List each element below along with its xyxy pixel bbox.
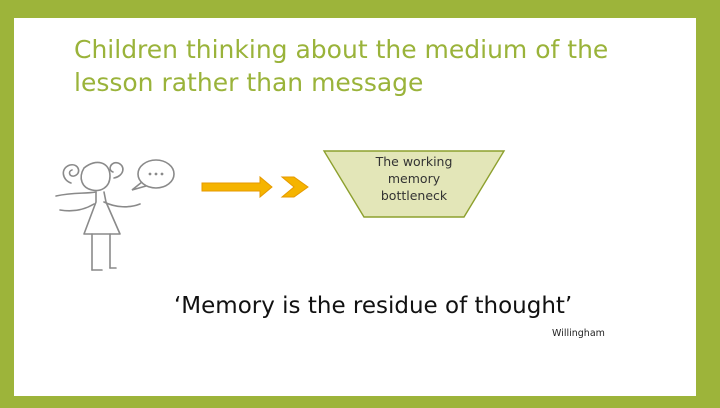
child-thinking-icon: [55, 159, 175, 271]
bottleneck-label: The working memory bottleneck: [375, 154, 453, 203]
arrow-right-icon: [201, 175, 309, 199]
slide-title: Children thinking about the medium of th…: [74, 35, 609, 97]
bottleneck-funnel-shape: [322, 150, 506, 218]
quote: ‘Memory is the residue of thought’: [174, 293, 573, 319]
working-memory-bottleneck: The working memory bottleneck: [322, 149, 506, 219]
slide: Children thinking about the medium of th…: [14, 18, 696, 396]
quote-attribution: Willingham: [552, 328, 605, 339]
thought-bubble-icon: [131, 159, 175, 191]
